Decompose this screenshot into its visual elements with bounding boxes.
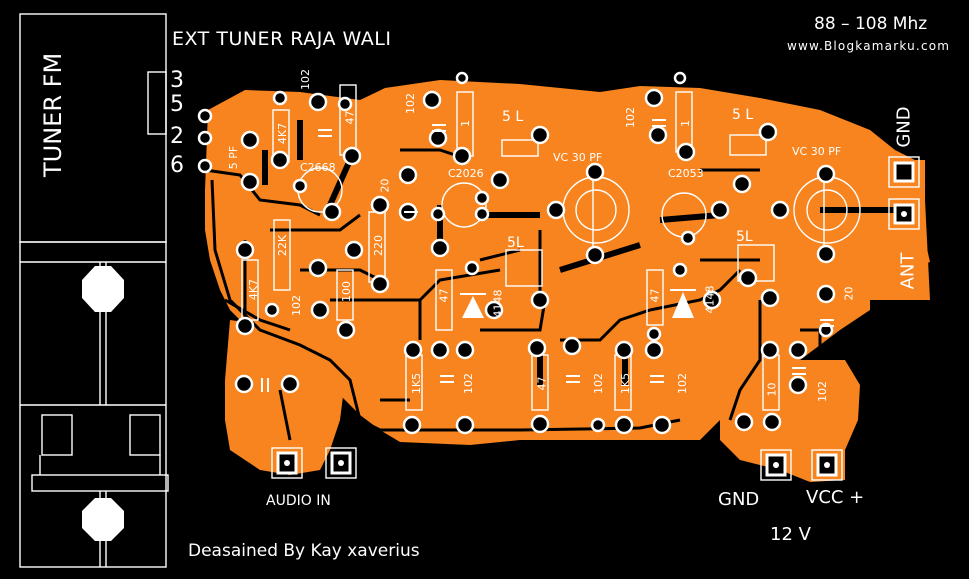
label-vc-b: VC 30 PF bbox=[792, 145, 842, 158]
pin-label-3: 3 bbox=[170, 68, 184, 93]
label-220: 220 bbox=[372, 235, 385, 256]
antenna-label: ANT bbox=[897, 252, 919, 290]
label-4148-a: 4148 bbox=[491, 289, 505, 318]
gnd-antenna-label: GND bbox=[893, 106, 915, 148]
label-102-c: 102 bbox=[404, 93, 417, 114]
label-102-e: 102 bbox=[592, 373, 605, 394]
component-pads bbox=[197, 71, 836, 435]
label-1k5-a: 1K5 bbox=[410, 372, 424, 395]
diode-4148-a bbox=[462, 296, 484, 318]
audio-in-label: AUDIO IN bbox=[266, 493, 331, 509]
label-4k7: 4K7 bbox=[276, 122, 290, 145]
label-c2053: C2053 bbox=[668, 167, 704, 180]
label-20-a: 20 bbox=[378, 178, 392, 193]
diode-bars bbox=[460, 289, 696, 295]
label-5l-b: 5L bbox=[507, 235, 524, 251]
label-5pf: 5 PF bbox=[227, 145, 241, 170]
label-102-g: 102 bbox=[624, 107, 637, 128]
label-102-f: 102 bbox=[676, 373, 689, 394]
board-title: EXT TUNER RAJA WALI bbox=[172, 28, 392, 50]
pin-label-2: 2 bbox=[170, 124, 184, 149]
label-20-b: 20 bbox=[842, 286, 856, 301]
website-link[interactable]: www.Blogkamarku.com bbox=[787, 39, 951, 53]
label-102-b: 102 bbox=[290, 295, 303, 316]
label-47-a: 47 bbox=[343, 110, 357, 125]
label-100: 100 bbox=[340, 281, 353, 302]
vcc-label: VCC + bbox=[806, 487, 865, 508]
pin-label-5: 5 bbox=[170, 92, 184, 117]
connector-pads bbox=[276, 161, 915, 477]
diodes bbox=[462, 292, 694, 318]
label-c2026: C2026 bbox=[448, 167, 484, 180]
label-1-a: 1 bbox=[459, 120, 472, 127]
label-1k5-b: 1K5 bbox=[619, 372, 633, 395]
designer-credit: Deasained By Kay xaverius bbox=[188, 541, 420, 561]
supply-voltage-label: 12 V bbox=[770, 524, 811, 545]
pin-label-6: 6 bbox=[170, 153, 184, 178]
label-102-h: 102 bbox=[816, 381, 829, 402]
label-102-a: 102 bbox=[299, 69, 312, 90]
label-47-c: 47 bbox=[535, 376, 549, 391]
label-22k: 22K bbox=[276, 234, 290, 257]
label-47-b: 47 bbox=[437, 288, 451, 303]
connector-holes bbox=[284, 211, 907, 468]
mounting-holes bbox=[82, 266, 124, 541]
tuner-module-label: TUNER FM bbox=[39, 52, 67, 177]
label-5l-d: 5L bbox=[736, 229, 753, 245]
label-vc-a: VC 30 PF bbox=[553, 151, 603, 164]
label-4k7-b: 4K7 bbox=[247, 278, 261, 301]
label-102-d: 102 bbox=[462, 373, 475, 394]
label-5l-a: 5 L bbox=[502, 109, 524, 125]
frequency-range: 88 – 108 Mhz bbox=[814, 14, 928, 34]
label-c2668: C2668 bbox=[300, 161, 336, 174]
gnd-power-label: GND bbox=[718, 489, 760, 510]
capacitor-marks bbox=[261, 119, 834, 392]
diode-4148-b bbox=[672, 292, 694, 318]
copper-area bbox=[205, 80, 930, 482]
label-5l-c: 5 L bbox=[732, 107, 754, 123]
label-10: 10 bbox=[765, 382, 779, 397]
label-1-b: 1 bbox=[679, 120, 692, 127]
label-4148-b: 4148 bbox=[703, 285, 717, 314]
label-47-d: 47 bbox=[648, 288, 662, 303]
